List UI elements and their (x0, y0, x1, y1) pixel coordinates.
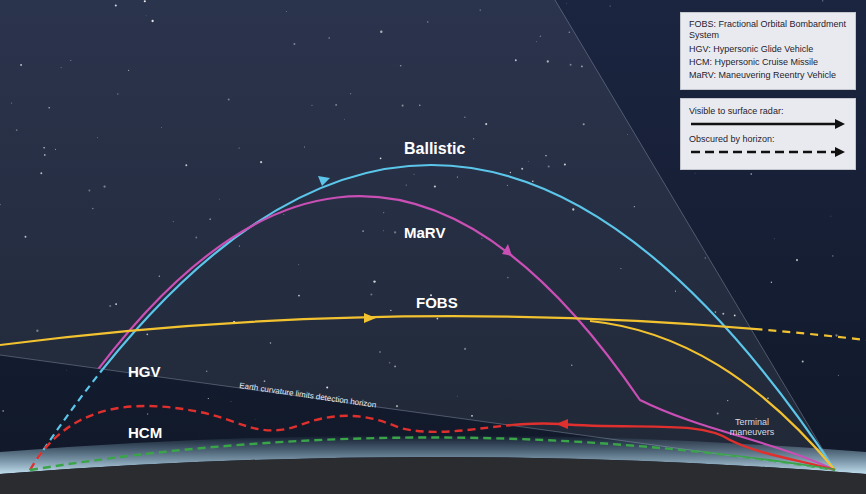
terminal-note: Terminal maneuvers (722, 418, 782, 438)
abbreviation-definition: MaRV: Maneuvering Reentry Vehicle (689, 70, 847, 81)
abbreviation-definition: HGV: Hypersonic Glide Vehicle (689, 44, 847, 55)
legend-box: Visible to surface radar: Obscured by hor… (680, 98, 856, 170)
star (694, 172, 696, 174)
trajectory-label: HGV (128, 363, 161, 380)
legend-row: Obscured by horizon: (689, 134, 847, 158)
star (2, 410, 4, 412)
star (832, 255, 833, 256)
star (66, 369, 68, 371)
star (254, 418, 256, 420)
legend-row: Visible to surface radar: (689, 106, 847, 130)
star (566, 2, 568, 4)
trajectory-label: HCM (128, 424, 162, 441)
star (208, 398, 209, 399)
star (610, 6, 611, 7)
abbreviation-definition: HCM: Hypersonic Cruise Missile (689, 57, 847, 68)
trajectory-label: Ballistic (404, 140, 465, 158)
legend-text: Obscured by horizon: (689, 134, 847, 144)
legend-line-sample (689, 146, 847, 158)
star (835, 334, 837, 336)
abbreviation-definition: FOBS: Fractional Orbital Bombardment Sys… (689, 19, 847, 42)
trajectory-label: MaRV (404, 224, 445, 241)
legend-text: Visible to surface radar: (689, 106, 847, 116)
abbreviation-box: FOBS: Fractional Orbital Bombardment Sys… (680, 12, 856, 90)
star (822, 0, 823, 1)
star (773, 238, 775, 240)
star (750, 173, 751, 174)
star (147, 413, 149, 415)
star (838, 375, 839, 376)
star (230, 401, 232, 403)
star (830, 215, 832, 217)
legend-line-sample (689, 118, 847, 130)
star (771, 282, 772, 283)
trajectory-label: FOBS (416, 294, 458, 311)
star (796, 259, 798, 261)
star (802, 360, 804, 362)
